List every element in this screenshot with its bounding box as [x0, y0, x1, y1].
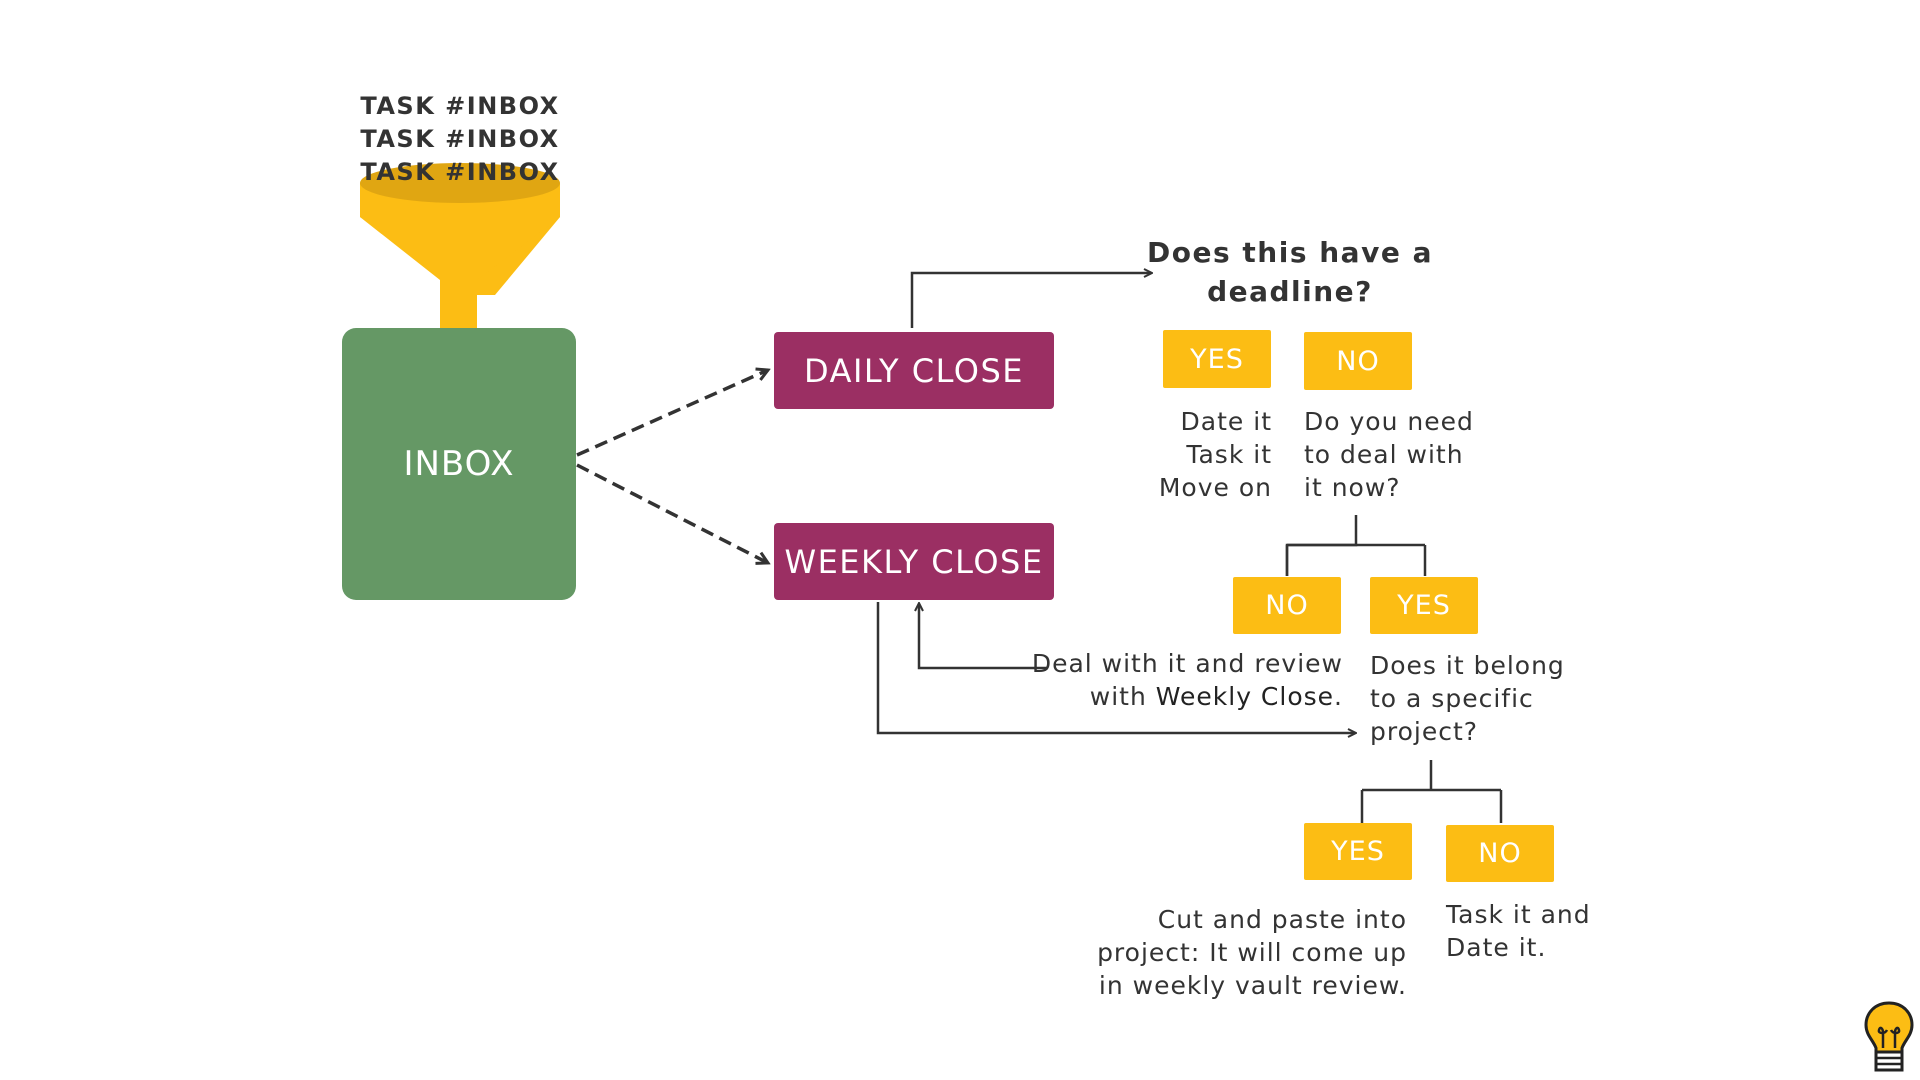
daily-to-question-arrow: [910, 273, 1151, 328]
weekly-to-project-arrow: [876, 602, 1355, 733]
deadline-question: Does this have a deadline?: [1147, 236, 1433, 308]
deal-now-yes-text: Does it belong to a specific project?: [1370, 651, 1565, 746]
task-inbox-label: TASK #INBOX: [360, 158, 560, 186]
project-yes-badge: YES: [1304, 823, 1412, 880]
inbox-to-daily-arrow: [576, 370, 768, 457]
funnel-icon: [360, 163, 560, 333]
project-no-badge: NO: [1446, 825, 1554, 882]
project-no-text: Task it and Date it.: [1446, 900, 1591, 962]
deadline-no-badge: NO: [1304, 332, 1412, 390]
weekly-close-box: WEEKLY CLOSE: [774, 523, 1054, 600]
deadline-yes-text: Date it Task it Move on: [1158, 407, 1272, 502]
deal-to-weekly-arrow: [919, 604, 1048, 670]
task-inbox-label: TASK #INBOX: [360, 125, 560, 153]
inbox-to-weekly-arrow: [576, 463, 768, 563]
deal-now-no-badge: NO: [1233, 577, 1341, 634]
deadline-yes-badge: YES: [1163, 330, 1271, 388]
lightbulb-logo-icon: [1864, 1001, 1914, 1072]
deal-now-no-text: Deal with it and review with Weekly Clos…: [1031, 649, 1343, 711]
inbox-box: INBOX: [342, 328, 576, 600]
deal-now-yes-badge: YES: [1370, 577, 1478, 634]
deadline-no-text: Do you need to deal with it now?: [1304, 407, 1474, 502]
daily-close-box: DAILY CLOSE: [774, 332, 1054, 409]
task-inbox-label: TASK #INBOX: [360, 92, 560, 120]
project-yes-text: Cut and paste into project: It will come…: [1097, 905, 1407, 1000]
